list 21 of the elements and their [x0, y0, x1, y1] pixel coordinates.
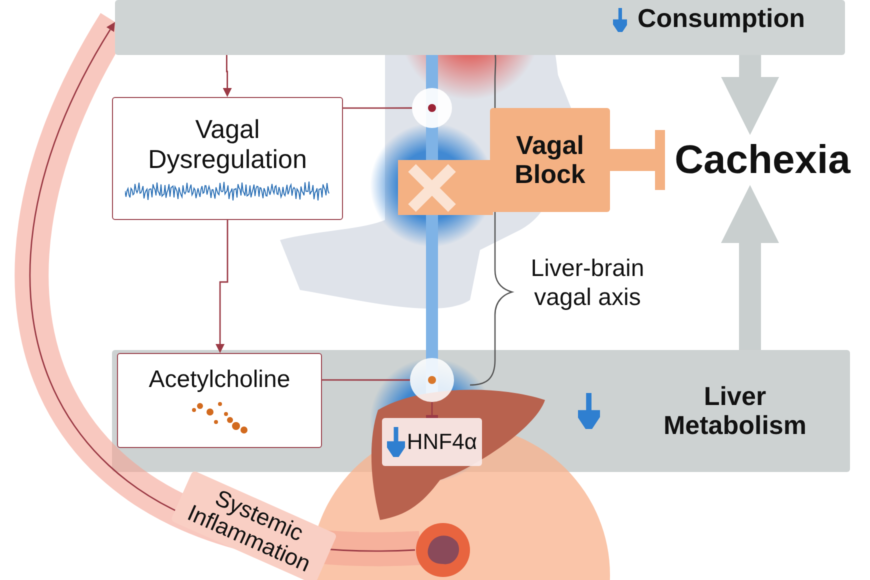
label-box: [382, 418, 482, 466]
panel-heading: Consumption: [637, 4, 805, 34]
box-label: Vagal Dysregulation: [147, 115, 308, 174]
arrow: [216, 220, 228, 354]
process-box: [112, 97, 343, 220]
arrow: [222, 55, 232, 97]
inhibition-line: [610, 130, 665, 190]
inhibition-line: [426, 402, 438, 418]
leader-line: [343, 107, 412, 109]
box-label: Vagal Block: [514, 130, 586, 190]
outcome-label: Cachexia: [665, 135, 860, 185]
annotation-label: Liver-brain vagal axis: [530, 255, 646, 313]
arrow: [721, 55, 780, 135]
box-label: HNF4α: [406, 430, 478, 454]
arrow: [721, 185, 780, 350]
panel-heading: Liver Metabolism: [662, 382, 808, 440]
info-panel: [115, 0, 845, 55]
box-label: Acetylcholine: [148, 367, 290, 394]
leader-line: [322, 379, 410, 381]
block-box: [490, 108, 610, 212]
process-box: [117, 353, 322, 448]
